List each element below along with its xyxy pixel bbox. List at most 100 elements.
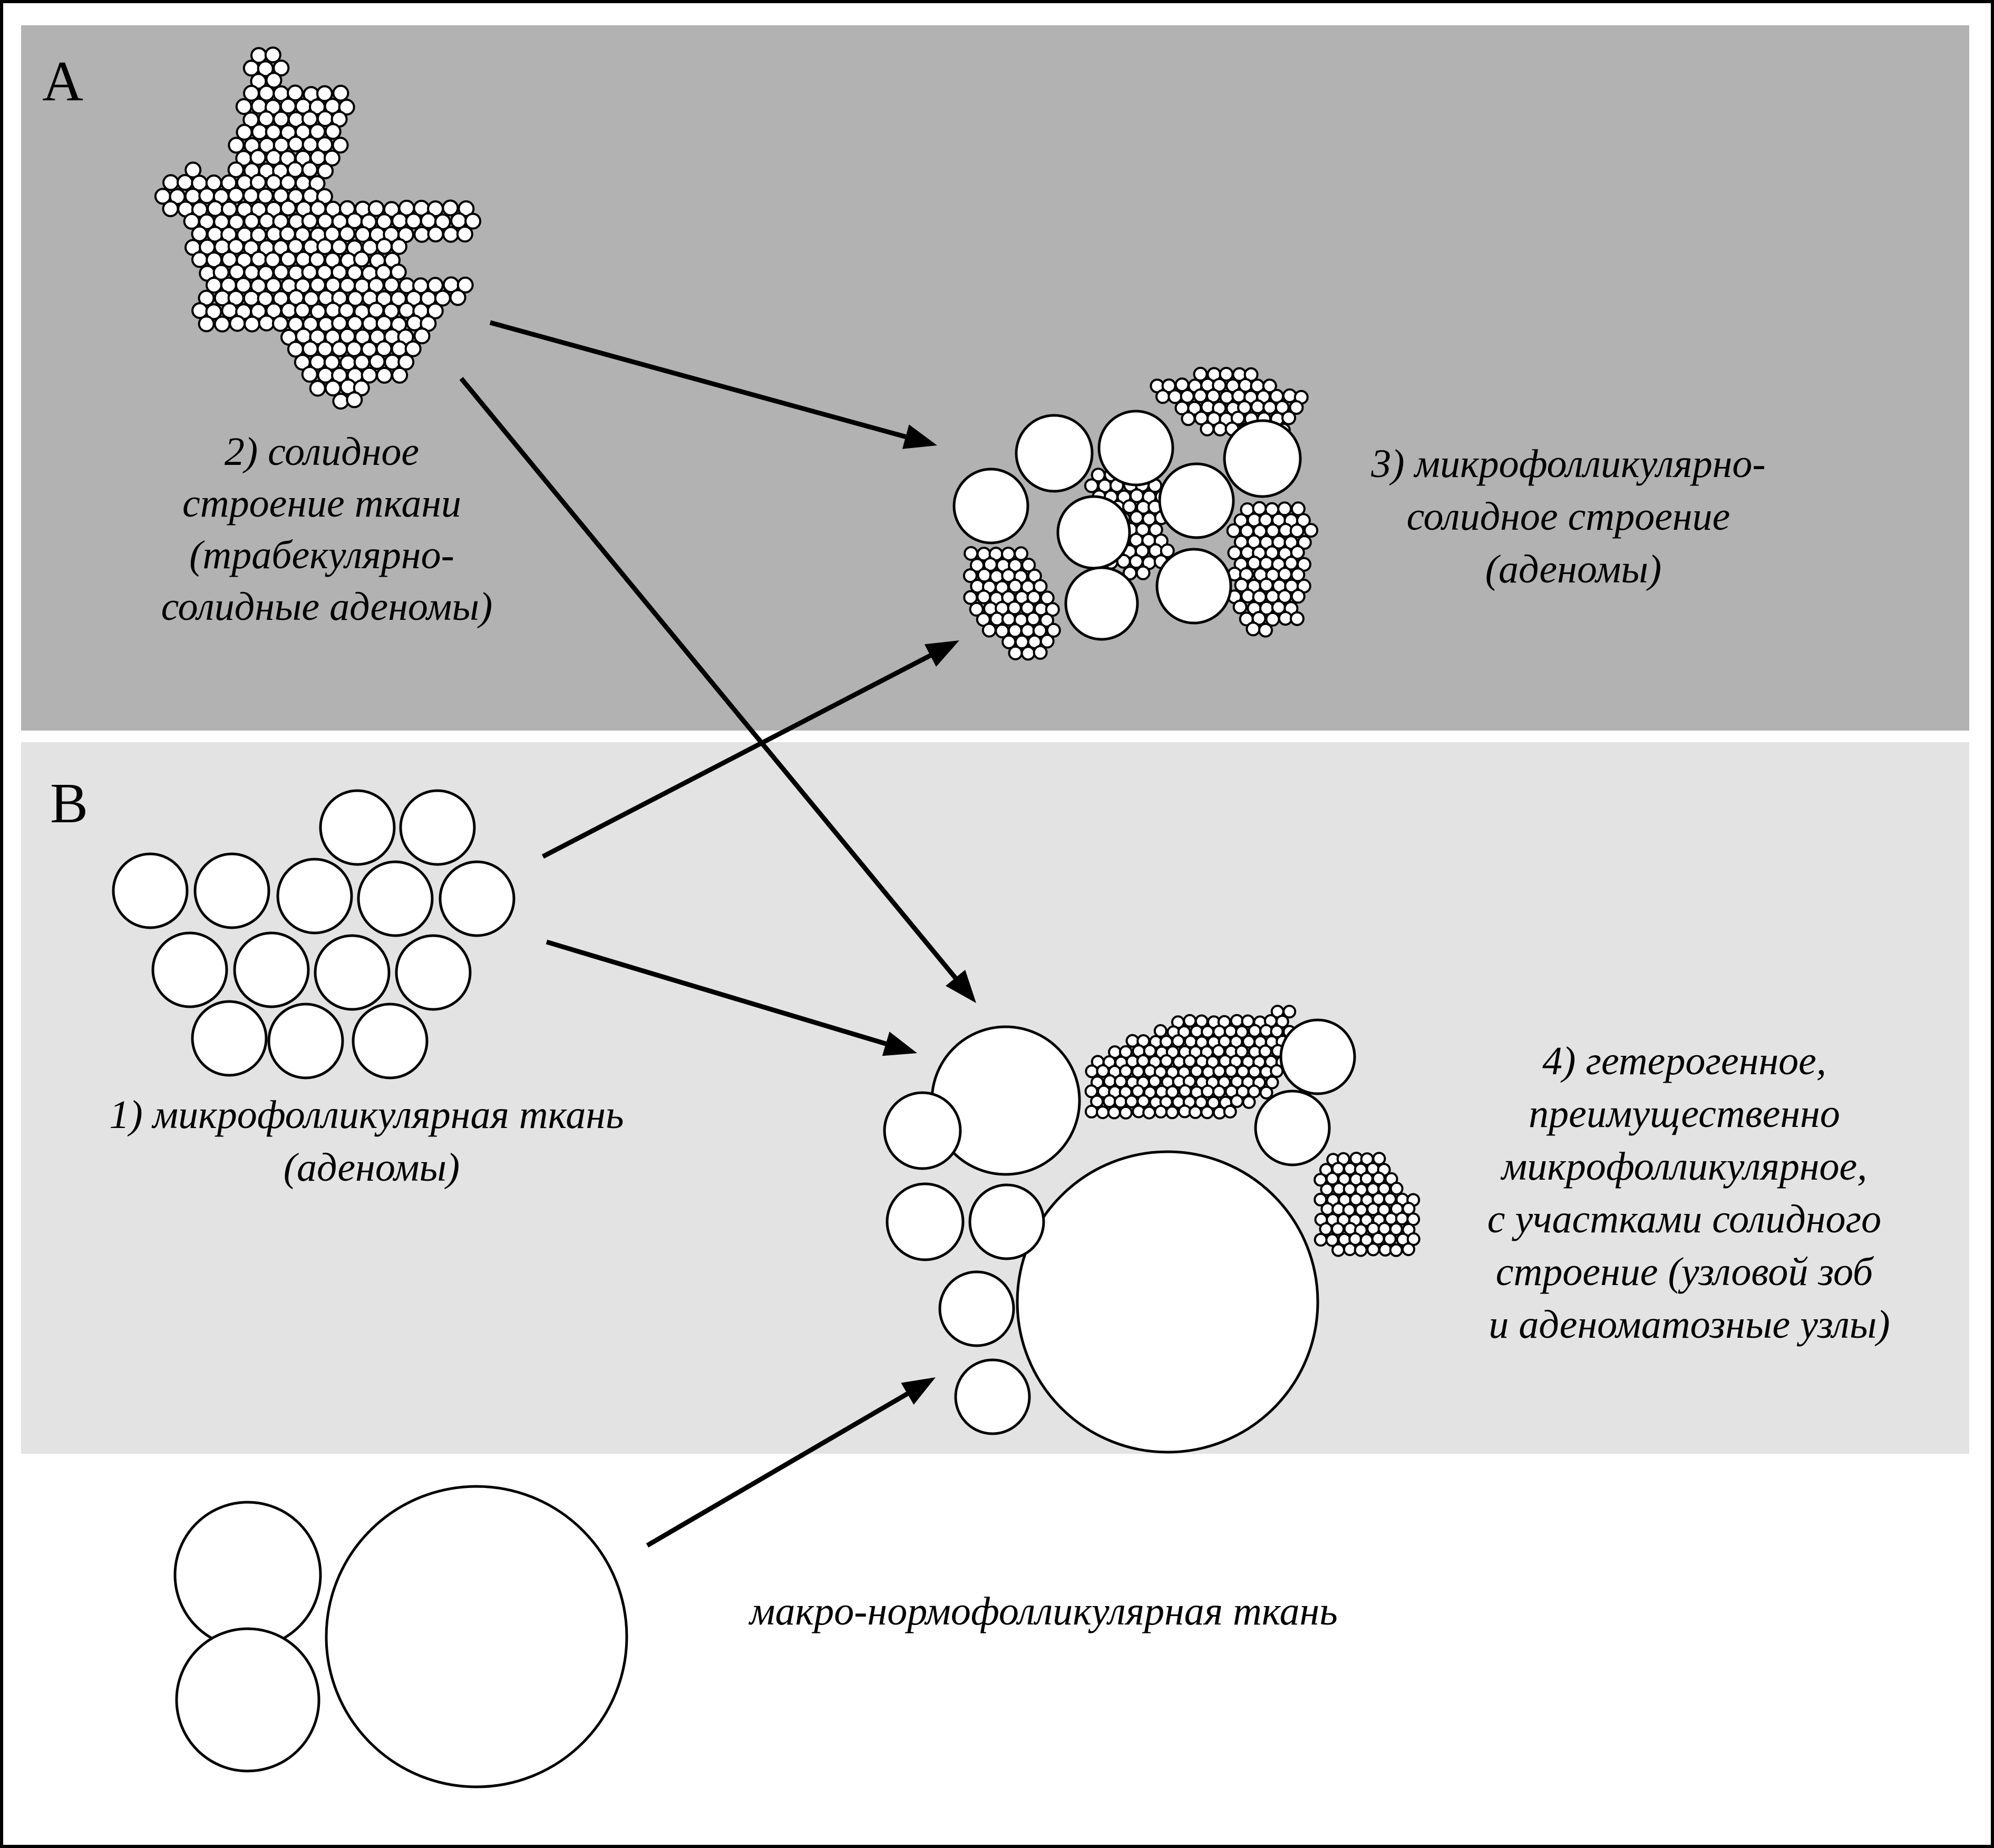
solid-cell — [353, 250, 370, 268]
follicle — [886, 1182, 965, 1261]
solid-cell — [1212, 422, 1228, 436]
label-micro-line-2: (аденомы) — [284, 1145, 460, 1190]
follicle — [1155, 548, 1232, 625]
solid-cell — [1122, 499, 1137, 514]
solid-cell — [1039, 634, 1055, 649]
label-hetero-line-6: и аденоматозные узлы) — [1489, 1302, 1890, 1347]
solid-cell — [426, 302, 444, 319]
solid-cell — [294, 301, 311, 319]
heterogeneous-tissue-cluster — [883, 1005, 1421, 1454]
solid-cell — [1290, 545, 1305, 560]
solid-cell — [1389, 1182, 1404, 1195]
solid-cell — [177, 174, 193, 191]
label-macro: макро-нормофолликулярная ткань — [748, 1589, 1338, 1633]
arrowhead — [924, 640, 959, 667]
solid-cell — [1033, 579, 1048, 594]
solid-tissue-cluster — [154, 46, 482, 410]
label-hetero-line-4: с участками солидного — [1487, 1197, 1881, 1241]
solid-cell — [1372, 1152, 1386, 1166]
solid-cell — [271, 315, 289, 332]
follicle — [276, 858, 353, 935]
solid-cell — [1135, 565, 1151, 580]
solid-cell — [1230, 1094, 1244, 1108]
follicle — [395, 934, 472, 1011]
solid-cell — [301, 366, 318, 383]
solid-cell — [1259, 1085, 1273, 1100]
solid-cell — [220, 226, 238, 243]
solid-cell — [345, 340, 363, 357]
solid-cell — [191, 251, 208, 268]
solid-cell — [227, 161, 245, 179]
solid-cell — [251, 123, 268, 140]
solid-cell — [1014, 546, 1029, 561]
solid-cell — [1262, 378, 1277, 394]
follicle — [151, 931, 228, 1008]
label-macro-line-1: макро-нормофолликулярная ткань — [748, 1589, 1338, 1633]
solid-cell — [332, 84, 349, 102]
solid-cell — [1297, 535, 1312, 550]
macronormofollicular-tissue-cluster — [173, 1485, 628, 1788]
solid-cell — [1270, 1064, 1284, 1078]
follicle — [1064, 566, 1139, 641]
solid-cell — [449, 289, 466, 306]
solid-cell — [427, 226, 444, 242]
solid-cell — [1160, 1054, 1173, 1068]
solid-cell — [244, 315, 261, 333]
solid-cell — [391, 212, 408, 229]
label-hetero-line-5: строение (узловой зоб — [1496, 1250, 1874, 1294]
solid-cell — [1265, 1075, 1279, 1090]
label-micro-solid-line-3: (аденомы) — [1485, 547, 1662, 591]
solid-cell — [963, 590, 978, 605]
follicle — [1056, 495, 1131, 570]
solid-cell — [1314, 1233, 1328, 1247]
solid-cell — [273, 60, 290, 76]
solid-cell — [989, 611, 1005, 627]
solid-cell — [162, 200, 179, 217]
solid-cell — [976, 589, 991, 605]
follicle — [952, 468, 1029, 544]
transition-arrows — [459, 320, 976, 1548]
follicle — [325, 1485, 628, 1788]
micro-solid-tissue-cluster — [952, 366, 1319, 661]
solid-cell — [405, 212, 422, 230]
follicle — [1097, 410, 1174, 487]
solid-cell — [456, 226, 473, 243]
solid-cell — [1008, 645, 1023, 660]
arrowhead — [946, 969, 976, 1003]
solid-cell — [1246, 621, 1261, 637]
solid-cell — [323, 354, 341, 371]
solid-cell — [1226, 523, 1241, 538]
solid-cell — [456, 276, 474, 294]
solid-cell — [1223, 1105, 1237, 1118]
solid-cell — [1235, 1025, 1249, 1039]
solid-cell — [1331, 1222, 1345, 1236]
follicle — [1015, 414, 1094, 493]
follicle — [1016, 1150, 1319, 1454]
solid-cell — [1296, 513, 1311, 528]
follicle — [1254, 1090, 1331, 1166]
solid-cell — [969, 601, 984, 617]
solid-cell — [331, 340, 348, 357]
follicle — [352, 1003, 429, 1079]
follicle — [399, 789, 476, 866]
microfollicular-tissue-cluster — [112, 789, 515, 1079]
follicle — [1158, 462, 1235, 539]
solid-cell — [332, 393, 349, 410]
follicle — [954, 1358, 1031, 1435]
solid-cell — [280, 301, 297, 319]
solid-cell — [1289, 611, 1305, 626]
solid-cell — [1290, 589, 1306, 604]
follicle — [439, 860, 515, 937]
follicle — [193, 852, 270, 929]
panel-b-letter: B — [50, 772, 88, 835]
solid-cell — [1129, 510, 1144, 525]
solid-cell — [1171, 1034, 1185, 1048]
solid-cell — [1277, 567, 1292, 582]
solid-cell — [1154, 1105, 1168, 1118]
solid-cell — [1102, 1094, 1116, 1108]
solid-cell — [413, 226, 431, 243]
solid-cell — [1212, 1085, 1226, 1098]
solid-cell — [1020, 646, 1036, 661]
solid-cell — [316, 85, 333, 102]
solid-cell — [383, 276, 400, 294]
